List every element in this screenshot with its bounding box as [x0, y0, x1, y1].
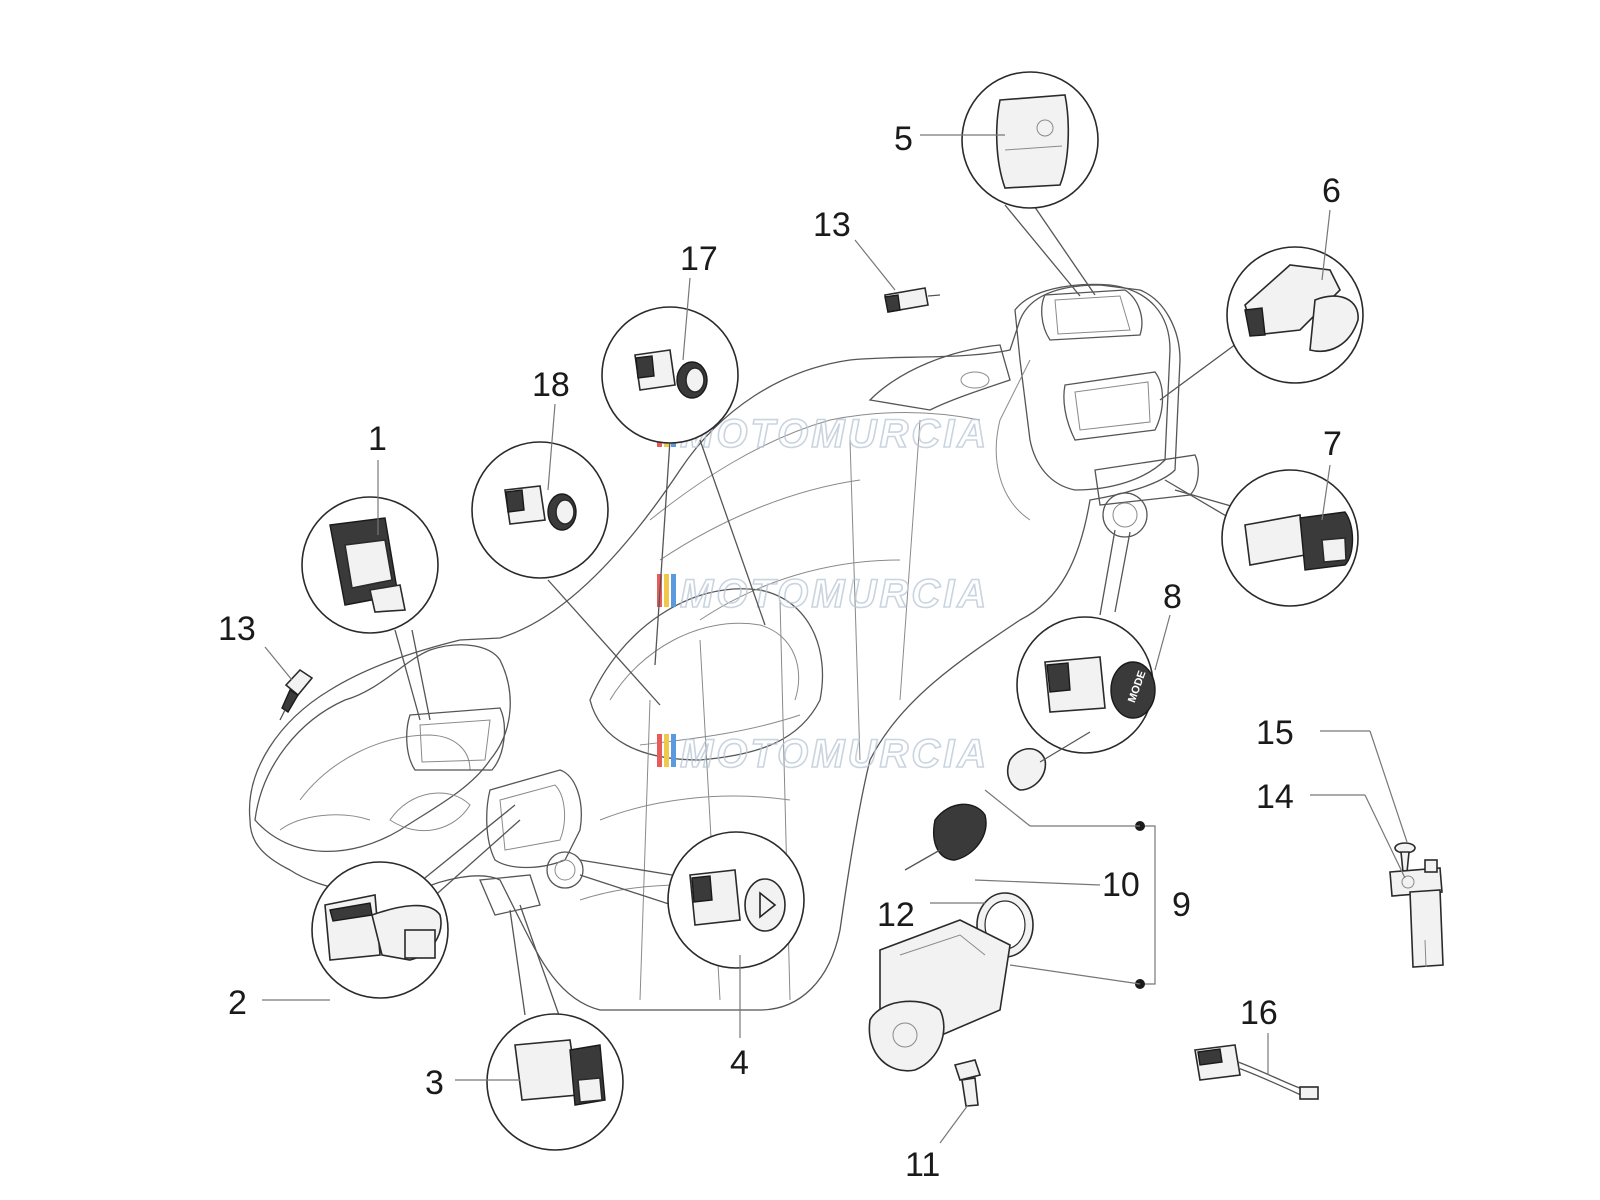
callout-10: 10 [1102, 866, 1140, 904]
callout-6: 6 [1322, 172, 1341, 210]
callout-1: 1 [368, 420, 387, 458]
watermark-middle: MOTOMURCIA [657, 571, 989, 617]
svg-text:MOTOMURCIA: MOTOMURCIA [680, 572, 989, 616]
detail-bubble-1 [301, 496, 439, 634]
bulb-part-13-left [279, 668, 314, 721]
detail-bubble-17 [601, 306, 739, 444]
ignition-lock-part [868, 919, 1011, 1072]
detail-bubble-7 [1221, 469, 1359, 607]
callout-9: 9 [1172, 886, 1191, 924]
callout-4: 4 [730, 1044, 749, 1082]
screw-part-15 [1394, 842, 1416, 873]
callout-2: 2 [228, 984, 247, 1022]
callout-7: 7 [1323, 425, 1342, 463]
key-set-part-10 [904, 731, 1091, 871]
detail-bubble-2 [311, 861, 449, 999]
callout-8: 8 [1163, 578, 1182, 616]
handlebar-assembly [248, 283, 1199, 1011]
callout-3: 3 [425, 1064, 444, 1102]
detail-bubble-5 [961, 71, 1099, 209]
screw-part-11 [953, 1059, 982, 1107]
watermark-bottom: MOTOMURCIA [657, 731, 989, 777]
bulb-part-13-top [884, 287, 941, 313]
connector-part-16 [1194, 1044, 1319, 1100]
callout-leaders [262, 134, 1408, 1144]
callout-11: 11 [905, 1146, 940, 1184]
callout-13-left: 13 [218, 610, 256, 648]
svg-text:MOTOMURCIA: MOTOMURCIA [680, 732, 989, 776]
svg-text:MOTOMURCIA: MOTOMURCIA [680, 412, 989, 456]
callout-18: 18 [532, 366, 570, 404]
callout-16: 16 [1240, 994, 1278, 1032]
callout-13-top: 13 [813, 206, 851, 244]
detail-bubble-4 [667, 831, 805, 969]
callout-14: 14 [1256, 778, 1294, 816]
group-bracket-9 [984, 789, 1156, 989]
callout-12: 12 [877, 896, 915, 934]
detail-bubble-3 [486, 1013, 624, 1151]
stop-switch-part-14 [1389, 859, 1444, 968]
callout-15: 15 [1256, 714, 1294, 752]
callout-numbers: 1 2 3 4 5 6 7 8 9 10 11 12 13 13 14 15 1… [218, 120, 1342, 1184]
detail-bubble-18 [471, 441, 609, 579]
detail-bubble-6 [1226, 246, 1364, 384]
callout-5: 5 [894, 120, 913, 158]
callout-17: 17 [680, 240, 718, 278]
detail-bubble-8: MODE [1016, 616, 1156, 754]
